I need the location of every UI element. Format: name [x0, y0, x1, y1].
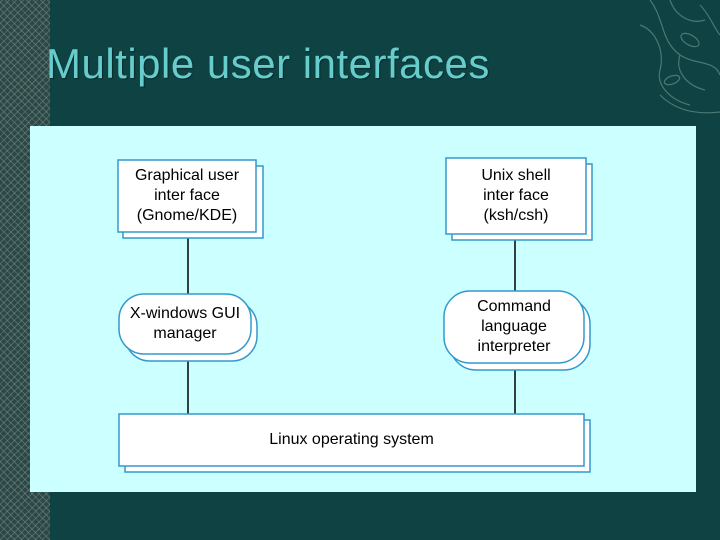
node-shell — [445, 157, 593, 241]
node-linux — [118, 413, 591, 473]
node-command — [443, 290, 591, 371]
decorative-ornament — [639, 0, 720, 114]
node-gui-label: Graphical user inter face (Gnome/KDE) — [134, 167, 240, 224]
node-xwindows-label: X-windows GUI manager — [129, 305, 241, 342]
slide-title: Multiple user interfaces — [46, 40, 490, 87]
node-gui — [117, 159, 264, 239]
diagram-panel: Graphical user inter face (Gnome/KDE) Un… — [30, 126, 696, 492]
node-xwindows — [118, 293, 258, 362]
node-shell-label: Unix shell inter face (ksh/csh) — [481, 167, 551, 224]
architecture-diagram — [117, 157, 593, 473]
node-linux-label: Linux operating system — [269, 431, 434, 448]
node-command-label: Command language interpreter — [477, 298, 551, 355]
